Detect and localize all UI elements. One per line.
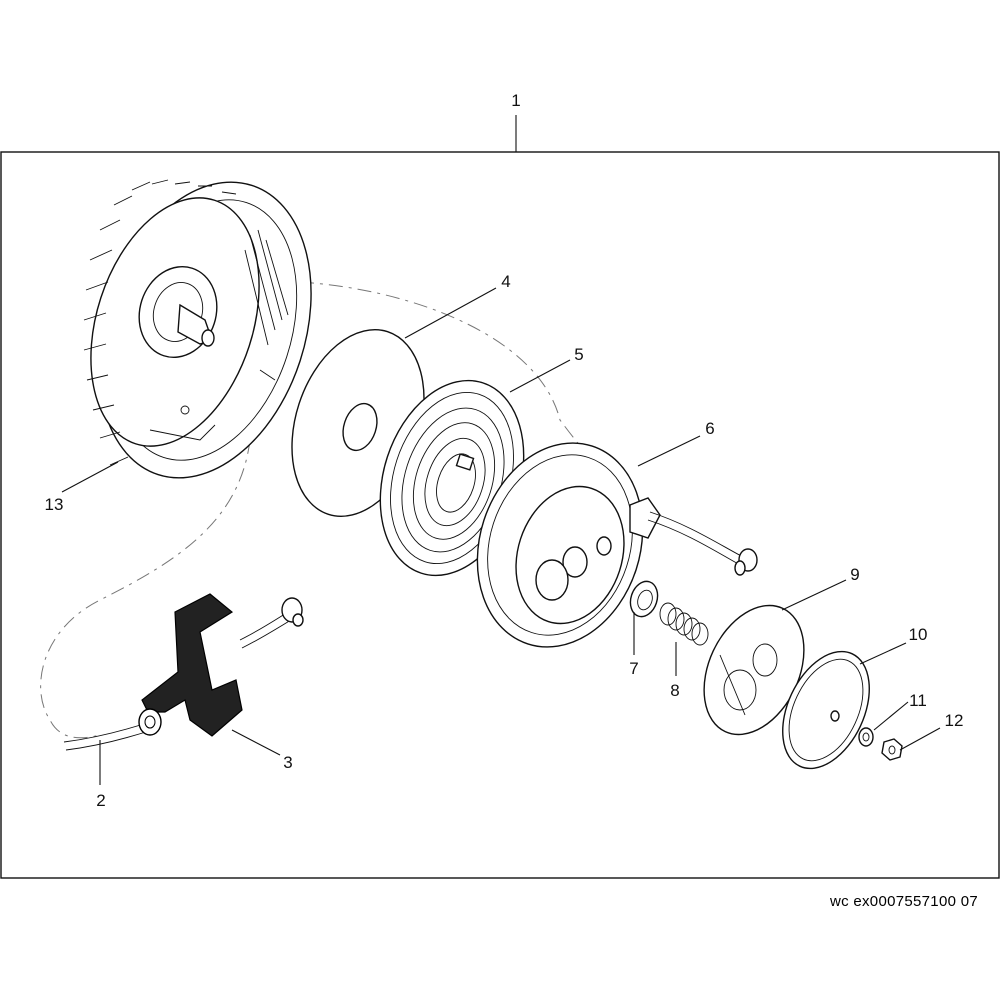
part-fan-housing	[83, 179, 312, 479]
leader-lines	[61, 115, 941, 785]
callout-11: 11	[909, 691, 927, 710]
part-compression-spring	[659, 602, 709, 646]
part-cover-disc	[782, 650, 870, 770]
callout-13: 13	[45, 495, 64, 514]
callout-12: 12	[945, 711, 964, 730]
callout-4: 4	[501, 272, 510, 291]
callout-8: 8	[670, 681, 679, 700]
part-starter-handle	[138, 593, 243, 737]
callout-labels: 1 2 3 4 5 6 7 8 9 10 11 12 13	[45, 91, 964, 810]
drawing-reference-code: wc ex0007557100 07	[829, 893, 978, 910]
part-rope-pulley	[476, 442, 758, 648]
callout-1: 1	[511, 91, 520, 110]
callout-7: 7	[629, 659, 638, 678]
callout-6: 6	[705, 419, 714, 438]
callout-10: 10	[909, 625, 928, 644]
callout-5: 5	[574, 345, 583, 364]
part-washer	[629, 580, 659, 618]
part-hex-nut	[881, 738, 903, 761]
phantom-outline	[40, 281, 641, 739]
callout-3: 3	[283, 753, 292, 772]
assembly-frame	[0, 151, 1000, 879]
callout-9: 9	[850, 565, 859, 584]
callout-2: 2	[96, 791, 105, 810]
part-lock-washer	[858, 727, 874, 747]
